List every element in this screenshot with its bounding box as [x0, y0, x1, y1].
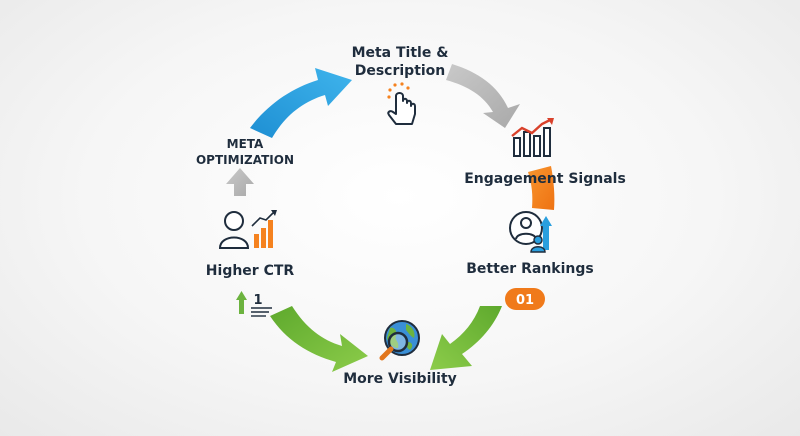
node-meta-title-line1: Meta Title &	[351, 45, 449, 61]
svg-text:1: 1	[253, 293, 262, 308]
user-growth-icon	[218, 210, 277, 249]
cycle-arrow-green-right	[430, 306, 502, 370]
cycle-arrow-gray-left	[226, 168, 254, 196]
bar-chart-growth-icon	[511, 118, 554, 157]
node-meta-title: Meta Title & Description	[340, 44, 460, 80]
node-more-visibility: More Visibility	[343, 371, 457, 387]
user-ranking-icon	[509, 211, 552, 253]
node-meta-title-line2: Description	[354, 63, 446, 79]
cycle-arrow-blue	[250, 68, 352, 138]
svg-text:01: 01	[516, 293, 534, 308]
node-better-rankings: Better Rankings	[466, 261, 594, 277]
node-meta-optimization-line1: META	[226, 137, 264, 151]
node-higher-ctr: Higher CTR	[205, 263, 295, 279]
hand-pointer-icon	[387, 82, 416, 125]
cycle-arrow-gray-top	[446, 64, 520, 128]
magnifier-globe-icon	[379, 320, 420, 361]
node-meta-optimization: META OPTIMIZATION	[180, 136, 310, 168]
rank-up-icon: 1	[236, 291, 272, 317]
node-meta-optimization-line2: OPTIMIZATION	[195, 153, 294, 167]
step-number-badge: 01	[505, 288, 545, 310]
cycle-arrow-orange	[528, 166, 555, 210]
cycle-arrow-green-left	[270, 306, 368, 372]
node-engagement-signals: Engagement Signals	[464, 171, 626, 187]
